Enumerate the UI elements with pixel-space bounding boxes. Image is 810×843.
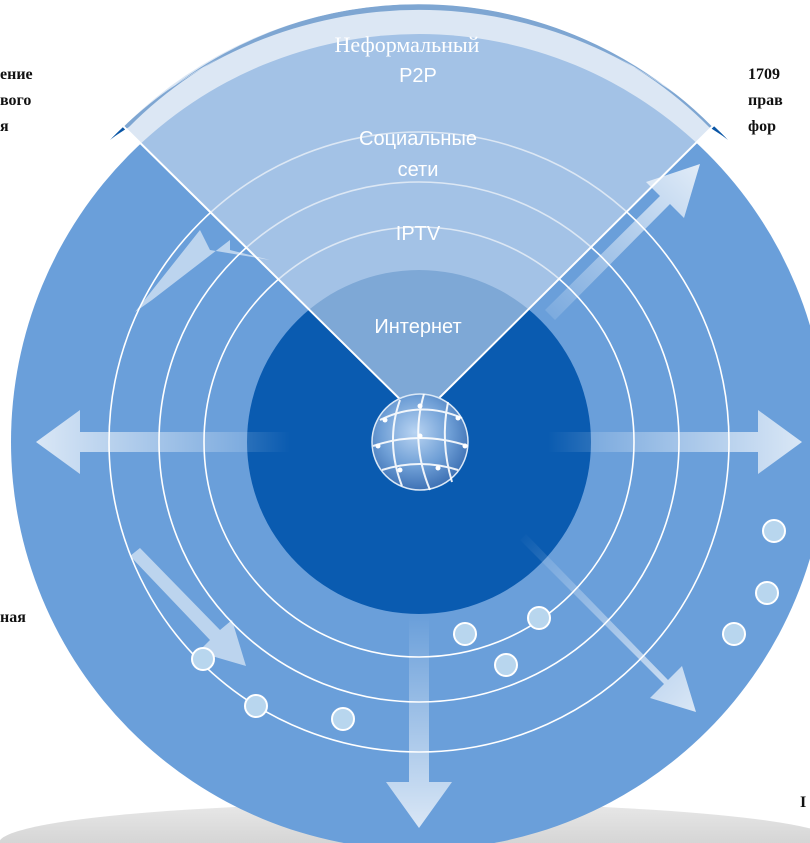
right-top-text: 1709 прав фор xyxy=(748,62,810,140)
ring-label-p2p: P2P xyxy=(399,65,437,87)
arrows xyxy=(36,164,802,828)
right-bottom-line-1: I xyxy=(800,794,807,811)
right-top-line-2: прав xyxy=(748,92,783,109)
globe-icon xyxy=(371,393,469,491)
arrow-down-icon xyxy=(386,616,452,828)
dots xyxy=(191,519,786,731)
ring-label-iptv: IPTV xyxy=(396,223,441,245)
dot-icon xyxy=(527,606,551,630)
ring-label-social-line2: сети xyxy=(398,159,439,181)
dot-icon xyxy=(331,707,355,731)
dot-icon xyxy=(494,653,518,677)
left-top-line-1: ение xyxy=(0,66,33,83)
arrow-left-icon xyxy=(36,410,290,474)
left-top-line-2: вого xyxy=(0,92,32,109)
dot-icon xyxy=(244,694,268,718)
dot-icon xyxy=(762,519,786,543)
left-bottom-line-1: ная xyxy=(0,609,26,626)
dot-icon xyxy=(722,622,746,646)
right-top-line-3: фор xyxy=(748,118,776,135)
sector-title: Неформальный xyxy=(335,32,480,57)
right-top-line-1: 1709 xyxy=(748,66,780,83)
dot-icon xyxy=(191,647,215,671)
arrow-up-right-icon xyxy=(545,164,700,320)
ring-label-internet: Интернет xyxy=(374,316,461,338)
left-bottom-text: ная xyxy=(0,605,40,631)
arrow-upper-left-icon xyxy=(135,230,270,312)
left-top-text: ение вого я xyxy=(0,62,62,140)
dot-icon xyxy=(453,622,477,646)
arrow-down-right-icon xyxy=(520,534,696,712)
arrow-lower-left-icon xyxy=(130,548,246,666)
right-bottom-text: I xyxy=(800,790,810,816)
ring-label-social-line1: Социальные xyxy=(359,128,477,150)
arrow-right-icon xyxy=(548,410,802,474)
informal-sector xyxy=(121,2,715,420)
left-top-line-3: я xyxy=(0,118,9,135)
dot-icon xyxy=(755,581,779,605)
